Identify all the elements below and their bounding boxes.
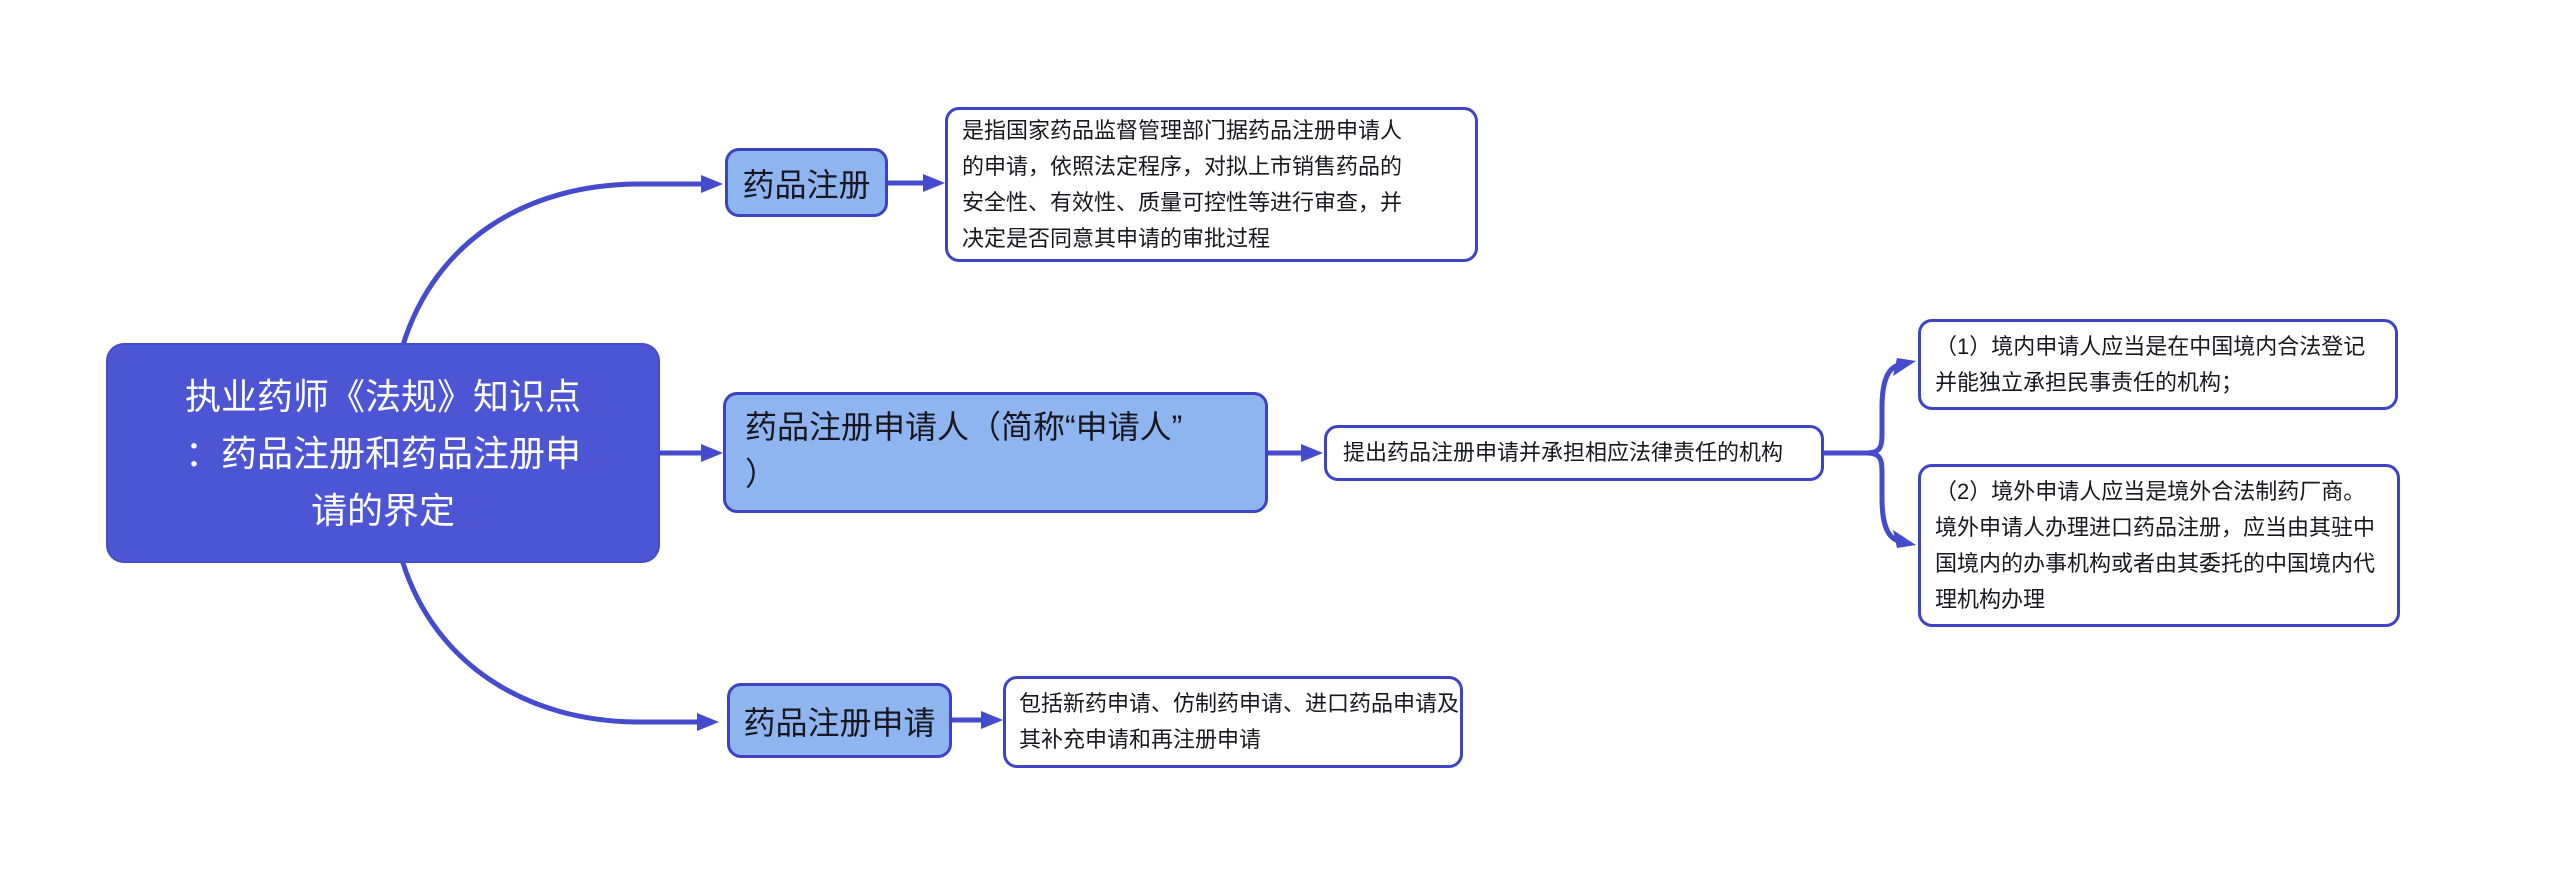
arrowhead-icon [1893,530,1916,548]
branch-label: 药品注册 [742,166,871,203]
detail-text: （2）境外申请人应当是境外合法制药厂商。 境外申请人办理进口药品注册，应当由其驻… [1935,478,2376,612]
branch-node-applicant[interactable]: 药品注册申请人（简称“申请人” ） [723,392,1268,513]
detail-node-overseas-applicant[interactable]: （2）境外申请人应当是境外合法制药厂商。 境外申请人办理进口药品注册，应当由其驻… [1918,464,2400,627]
connector-root-to-top [400,181,704,348]
root-topic-node[interactable]: 执业药师《法规》知识点 ：药品注册和药品注册申 请的界定 [106,343,660,563]
definition-text: 包括新药申请、仿制药申请、进口药品申请及 其补充申请和再注册申请 [1019,691,1460,752]
definition-node-registration-application[interactable]: 包括新药申请、仿制药申请、进口药品申请及 其补充申请和再注册申请 [1003,676,1463,768]
arrowhead-icon [1301,444,1323,462]
detail-text: （1）境内申请人应当是在中国境内合法登记 并能独立承担民事责任的机构； [1935,333,2366,395]
arrowhead-icon [701,444,723,462]
definition-node-drug-registration[interactable]: 是指国家药品监督管理部门据药品注册申请人 的申请，依照法定程序，对拟上市销售药品… [945,107,1478,262]
branch-label: 药品注册申请人（简称“申请人” ） [745,409,1183,492]
arrowhead-icon [923,174,945,192]
root-topic-label: 执业药师《法规》知识点 ：药品注册和药品注册申 请的界定 [184,375,581,531]
arrowhead-icon [701,175,723,193]
branch-node-drug-registration[interactable]: 药品注册 [725,148,888,217]
arrowhead-icon [981,711,1003,729]
branch-label: 药品注册申请 [743,704,936,741]
branch-node-registration-application[interactable]: 药品注册申请 [727,683,952,758]
arrowhead-icon [697,713,719,731]
definition-node-applicant[interactable]: 提出药品注册申请并承担相应法律责任的机构 [1324,425,1824,481]
connector-junction-to-sub2 [1864,450,1899,543]
connector-root-to-bottom [400,560,700,725]
detail-node-domestic-applicant[interactable]: （1）境内申请人应当是在中国境内合法登记 并能独立承担民事责任的机构； [1918,319,2398,410]
definition-text: 提出药品注册申请并承担相应法律责任的机构 [1343,440,1784,465]
arrowhead-icon [1893,358,1916,376]
connector-junction-to-sub1 [1864,363,1899,456]
definition-text: 是指国家药品监督管理部门据药品注册申请人 的申请，依照法定程序，对拟上市销售药品… [962,117,1403,251]
